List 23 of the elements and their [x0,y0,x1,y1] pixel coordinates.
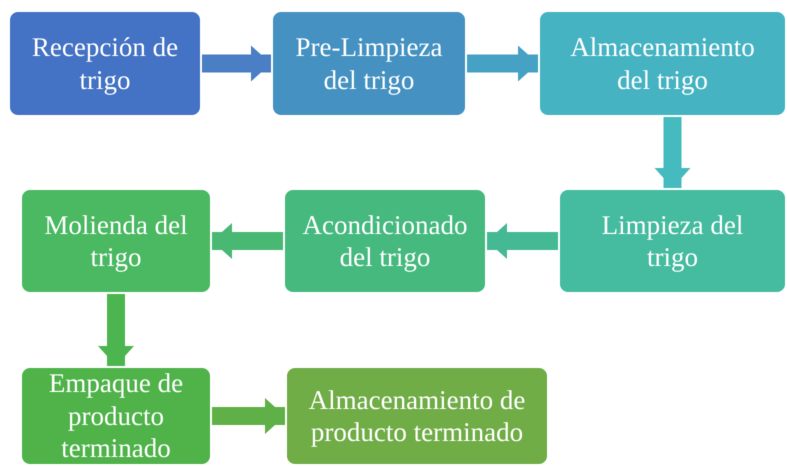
step-label: Pre-Limpieza del trigo [294,31,444,96]
block-arrow [487,223,558,259]
process-box [560,190,785,292]
process-box [285,190,485,292]
block-arrow [202,46,271,82]
step-label: Recepción de trigo [30,31,180,96]
process-box [22,190,210,292]
process-box [287,368,547,464]
step-label: Empaque de producto terminado [48,367,184,465]
step-label: Acondicionado del trigo [302,208,468,274]
step-label: Limpieza del trigo [600,208,744,274]
block-arrow [212,398,285,434]
process-box [540,12,785,115]
block-arrow [654,117,690,188]
process-box [273,12,465,115]
block-arrow [467,46,538,82]
process-box [22,368,210,464]
step-label: Almacenamiento del trigo [569,31,756,96]
block-arrow [98,294,134,366]
block-arrow [212,223,283,259]
step-label: Molienda del trigo [43,208,189,274]
step-label: Almacenamiento de producto terminado [308,384,526,448]
process-box [10,12,200,115]
